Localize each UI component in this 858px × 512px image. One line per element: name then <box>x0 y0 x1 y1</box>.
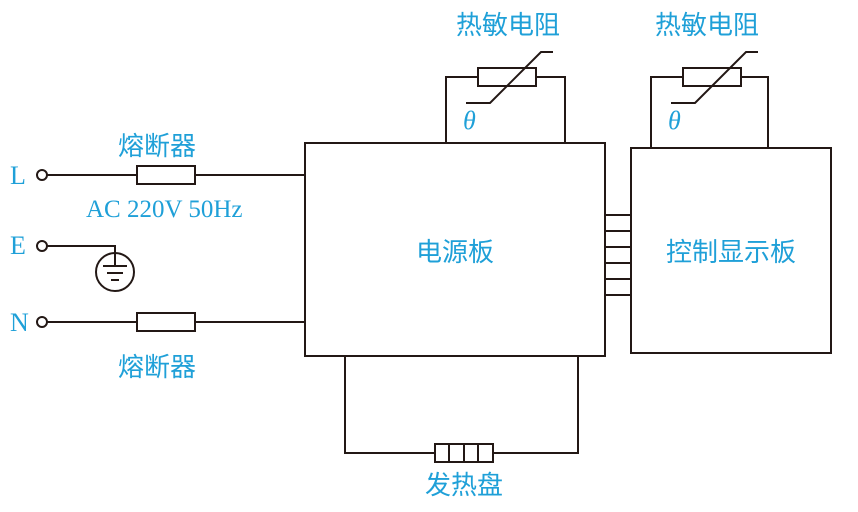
terminal-neutral-label: N <box>10 308 29 337</box>
fuse-icon <box>136 165 196 185</box>
fuse-bottom-label: 熔断器 <box>118 353 196 383</box>
control-display-board <box>630 147 832 354</box>
thermistor-icon <box>671 51 758 104</box>
terminal-live: L <box>10 161 48 190</box>
thermistor-left-label: 热敏电阻 <box>456 11 560 41</box>
heating-element-icon <box>434 443 494 463</box>
terminal-earth: E <box>10 231 48 260</box>
terminal-live-label: L <box>10 161 26 190</box>
thermistor-right <box>650 51 769 148</box>
thermistor-right-label: 热敏电阻 <box>655 11 759 41</box>
thermistor-icon <box>466 51 553 104</box>
heating-plate-label: 发热盘 <box>425 471 503 501</box>
live-wire <box>47 165 305 185</box>
fuse-icon <box>136 312 196 332</box>
thermistor-left-symbol: θ <box>463 106 476 135</box>
control-board-label: 控制显示板 <box>666 238 796 268</box>
supply-label: AC 220V 50Hz <box>86 196 242 223</box>
terminal-live-circle <box>36 169 48 181</box>
terminal-neutral: N <box>10 308 48 337</box>
connector-icon <box>604 214 632 296</box>
neutral-wire <box>47 312 305 332</box>
terminal-earth-circle <box>36 240 48 252</box>
fuse-top-label: 熔断器 <box>118 132 196 162</box>
terminal-earth-label: E <box>10 231 26 260</box>
thermistor-right-symbol: θ <box>668 106 681 135</box>
terminal-neutral-circle <box>36 316 48 328</box>
ground-icon <box>95 252 135 292</box>
power-board <box>304 142 606 357</box>
earth-wire <box>47 245 135 292</box>
thermistor-left <box>445 51 566 143</box>
power-board-label: 电源板 <box>416 238 494 268</box>
heating-plate-circuit <box>344 356 579 463</box>
